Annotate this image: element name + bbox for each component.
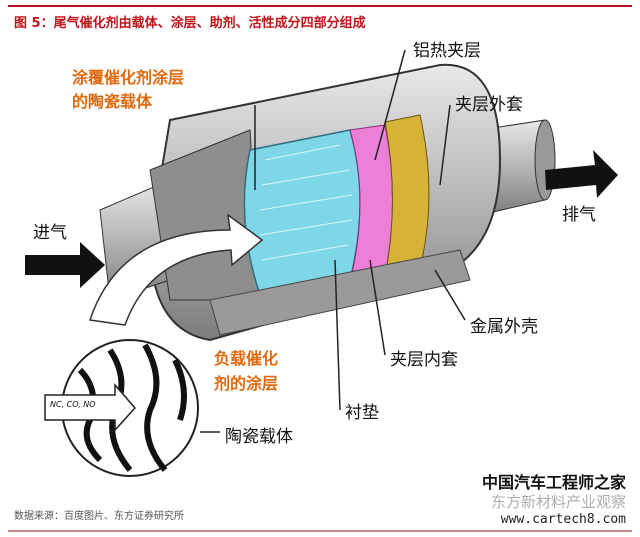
label-inner-jacket: 夹层内套 [390,350,458,370]
label-intake: 进气 [33,223,67,243]
label-outer-jacket: 夹层外套 [455,95,523,115]
top-rule [8,5,632,7]
label-metal-shell: 金属外壳 [470,317,538,337]
monolith-channels [259,144,353,261]
heat-shield [209,249,471,336]
watermark-account: 东方新材料产业观察 [490,493,626,511]
ceramic-monolith [243,129,361,296]
watermark-url: www.cartech8.com [500,512,626,527]
flow-arrow [89,213,264,326]
intake-arrow [25,242,105,288]
callout-lines [200,49,466,433]
label-liner: 衬垫 [345,403,379,423]
label-ceramic-carrier: 陶瓷载体 [225,427,293,447]
label-gases: NC, CO, NO [50,400,96,409]
gas-arrow [44,382,137,432]
label-loaded-coating-1: 负载催化 [214,349,279,368]
label-coated-carrier-2: 的陶瓷载体 [72,92,153,111]
bottom-rule [8,530,632,532]
label-loaded-coating-2: 剂的涂层 [214,374,279,393]
figure-title: 图 5：尾气催化剂由载体、涂层、助剂、活性成分四部分组成 [14,16,366,31]
source-note: 数据来源：百度图片、东方证券研究所 [14,511,184,522]
watermark-name: 中国汽车工程师之家 [481,473,626,492]
label-coated-carrier-1: 涂覆催化剂涂层 [72,68,185,87]
label-aluminum-layer: 铝热夹层 [413,41,481,61]
label-exhaust: 排气 [562,205,596,225]
exhaust-arrow [545,150,618,198]
